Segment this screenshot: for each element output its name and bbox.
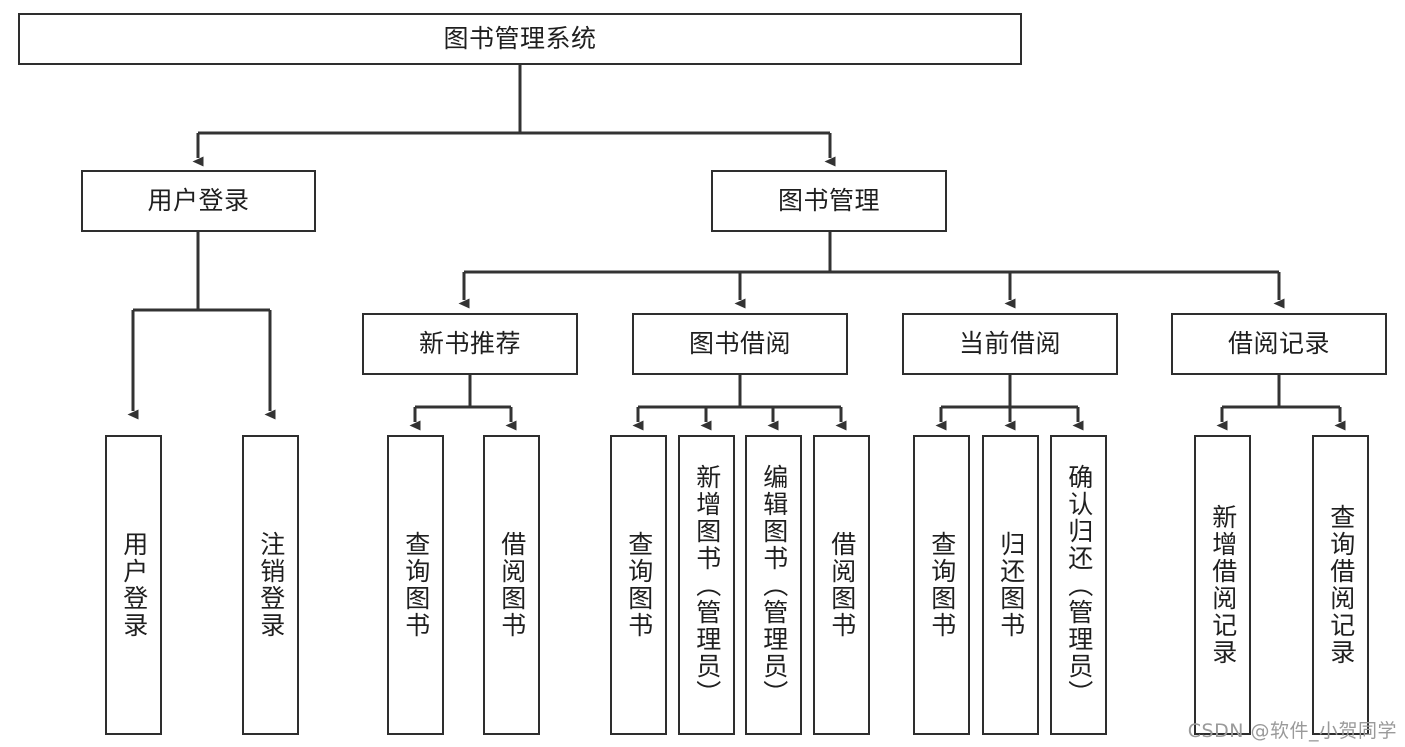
node-label: 借阅记录 (1227, 329, 1330, 359)
node-label: 确认归还（管理员） (1064, 463, 1094, 707)
leaf-new-book-borrow-book[interactable]: 借阅图书 (483, 435, 540, 735)
leaf-current-borrow-query-book[interactable]: 查询图书 (913, 435, 970, 735)
leaf-book-borrow-add-book-admin[interactable]: 新增图书（管理员） (678, 435, 735, 735)
node-label: 图书管理系统 (443, 24, 597, 54)
leaf-book-borrow-edit-book-admin[interactable]: 编辑图书（管理员） (745, 435, 802, 735)
node-user-login[interactable]: 用户登录 (81, 170, 316, 232)
node-book-borrow[interactable]: 图书借阅 (632, 313, 848, 375)
node-label: 注销登录 (256, 531, 286, 639)
leaf-user-login-login[interactable]: 用户登录 (105, 435, 162, 735)
node-label: 新书推荐 (418, 329, 521, 359)
node-label: 当前借阅 (958, 329, 1061, 359)
node-label: 编辑图书（管理员） (759, 463, 789, 707)
leaf-borrow-record-query-record[interactable]: 查询借阅记录 (1312, 435, 1369, 735)
node-label: 查询图书 (624, 531, 654, 639)
node-label: 借阅图书 (497, 531, 527, 639)
node-label: 用户登录 (147, 186, 250, 216)
node-book-management[interactable]: 图书管理 (711, 170, 947, 232)
leaf-borrow-record-add-record[interactable]: 新增借阅记录 (1194, 435, 1251, 735)
leaf-user-login-logout[interactable]: 注销登录 (242, 435, 299, 735)
leaf-current-borrow-confirm-return-admin[interactable]: 确认归还（管理员） (1050, 435, 1107, 735)
node-label: 查询图书 (927, 531, 957, 639)
leaf-new-book-query-book[interactable]: 查询图书 (387, 435, 444, 735)
node-label: 查询图书 (401, 531, 431, 639)
leaf-book-borrow-borrow-book[interactable]: 借阅图书 (813, 435, 870, 735)
node-label: 新增借阅记录 (1208, 504, 1238, 666)
node-label: 借阅图书 (827, 531, 857, 639)
node-borrow-record[interactable]: 借阅记录 (1171, 313, 1387, 375)
leaf-current-borrow-return-book[interactable]: 归还图书 (982, 435, 1039, 735)
leaf-book-borrow-query-book[interactable]: 查询图书 (610, 435, 667, 735)
node-label: 归还图书 (996, 531, 1026, 639)
node-label: 新增图书（管理员） (692, 463, 722, 707)
csdn-watermark: CSDN @软件_小贺同学 (1187, 720, 1397, 742)
node-root-book-management-system[interactable]: 图书管理系统 (18, 13, 1022, 65)
node-new-book-recommend[interactable]: 新书推荐 (362, 313, 578, 375)
node-label: 图书借阅 (688, 329, 791, 359)
node-label: 图书管理 (777, 186, 880, 216)
node-label: 查询借阅记录 (1326, 504, 1356, 666)
node-current-borrow[interactable]: 当前借阅 (902, 313, 1118, 375)
node-label: 用户登录 (119, 531, 149, 639)
